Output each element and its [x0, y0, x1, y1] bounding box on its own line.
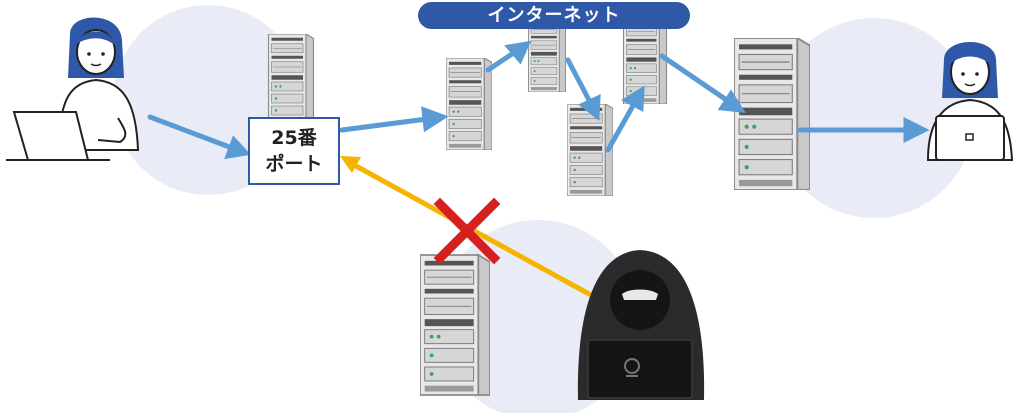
server-icon — [446, 58, 492, 150]
hacker-icon — [577, 250, 705, 400]
arrow-internet-1 — [485, 40, 532, 73]
arrow-attack — [340, 156, 603, 303]
port-25-box: 25番 ポート — [248, 117, 340, 185]
arrow-sender-to-port — [147, 114, 251, 160]
arrow-internet-2 — [565, 57, 601, 121]
internet-label: インターネット — [418, 2, 690, 29]
user-receiver-icon — [926, 42, 1014, 161]
port-label-line1: 25番 — [271, 127, 317, 149]
arrow-port-to-internet — [339, 106, 449, 133]
server-icon — [622, 18, 668, 104]
bg-circle-receiver — [774, 18, 974, 218]
server-icon — [527, 18, 567, 92]
server-icon — [734, 38, 810, 190]
blocked-x-icon — [433, 197, 501, 265]
arrow-internet-3 — [605, 85, 645, 153]
port-label-line2: ポート — [265, 153, 323, 175]
arrow-internet-4 — [659, 53, 746, 114]
server-icon — [267, 34, 315, 124]
arrow-server-to-receiver — [797, 116, 930, 144]
user-sender-icon — [6, 17, 140, 161]
server-icon — [420, 254, 490, 396]
